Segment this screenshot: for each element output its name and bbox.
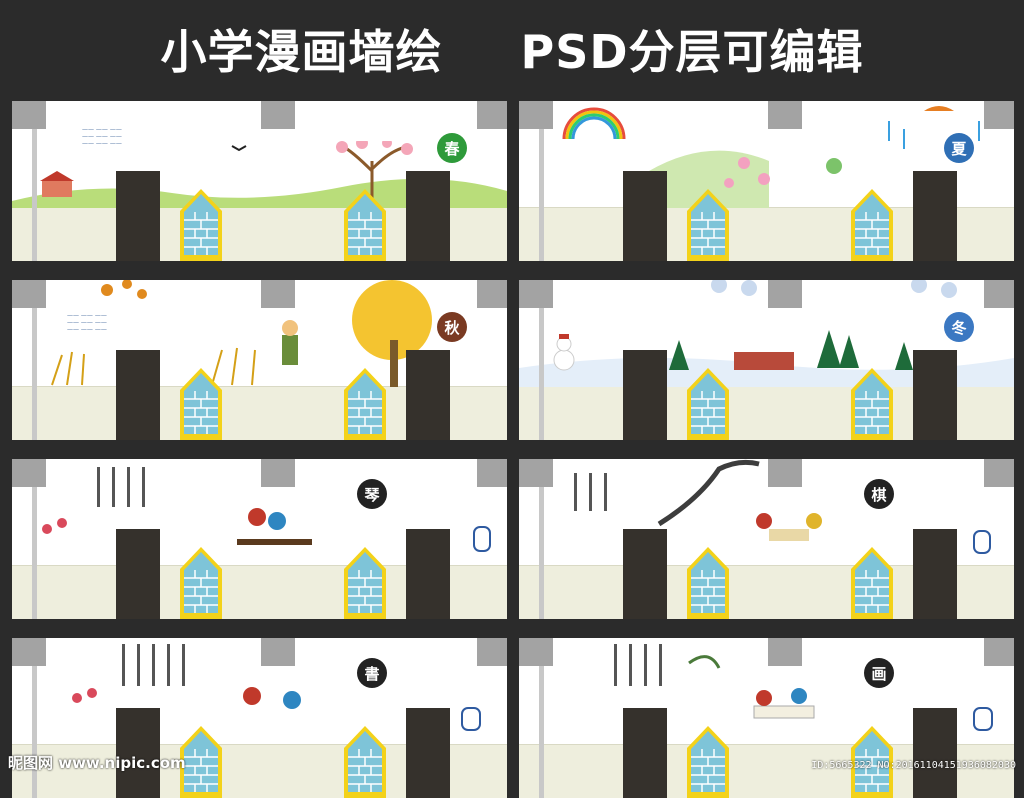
ceiling-block-left (519, 638, 553, 666)
ceiling-block-middle (768, 459, 802, 487)
window-left (178, 187, 224, 261)
window-left (685, 545, 731, 619)
ceiling-block-left (519, 459, 553, 487)
season-badge: 書 (357, 658, 387, 688)
pole (539, 638, 544, 798)
ceiling-block-right (984, 459, 1014, 487)
door-right (406, 350, 450, 440)
ceiling-block-left (12, 101, 46, 129)
door-left (116, 171, 160, 261)
ceiling-block-left (519, 280, 553, 308)
header: 小学漫画墙绘 PSD分层可编辑 (0, 0, 1024, 98)
window-right (342, 545, 388, 619)
footer: 昵图网 www.nipic.com ID:5665322 NO:20161104… (0, 751, 1024, 779)
door-right (406, 171, 450, 261)
qi-scenery (574, 459, 991, 554)
mural-panel-qin: 琴 (12, 459, 507, 619)
door-left (623, 350, 667, 440)
title-left: 小学漫画墙绘 (160, 25, 443, 79)
ceiling-block-middle (261, 638, 295, 666)
door-left (623, 529, 667, 619)
ceiling-block-middle (768, 638, 802, 666)
door-right (406, 529, 450, 619)
window-right (849, 366, 895, 440)
qin-scenery (42, 467, 491, 552)
ceiling-block-right (477, 280, 507, 308)
window-left (178, 545, 224, 619)
title-right: PSD分层可编辑 (520, 25, 864, 79)
pole (539, 101, 544, 261)
mural-panel-qi: 棋 (519, 459, 1014, 619)
ceiling-block-right (984, 101, 1014, 129)
ceiling-block-right (477, 459, 507, 487)
ceiling-block-left (12, 280, 46, 308)
season-badge: 夏 (944, 133, 974, 163)
door-right (913, 529, 957, 619)
season-badge: 冬 (944, 312, 974, 342)
mural-panel-spring: —— —— —— —— —— —— —— —— —— (12, 101, 507, 261)
ceiling-block-left (12, 638, 46, 666)
pole (32, 459, 37, 619)
image-id: ID:5665322 NO:20161104151936082030 (811, 760, 1016, 771)
ceiling-block-middle (768, 280, 802, 308)
mural-panel-autumn: —— —— —— —— —— —— —— —— —— (12, 280, 507, 440)
door-right (913, 171, 957, 261)
pole (32, 638, 37, 798)
season-badge: 棋 (864, 479, 894, 509)
door-right (913, 350, 957, 440)
window-left (178, 366, 224, 440)
door-left (623, 171, 667, 261)
mural-panel-summer: 夏 (519, 101, 1014, 261)
mural-panel-winter: 冬 (519, 280, 1014, 440)
season-badge: 画 (864, 658, 894, 688)
ceiling-block-middle (261, 459, 295, 487)
window-left (685, 366, 731, 440)
hua-scenery (614, 644, 993, 731)
pole (32, 101, 37, 261)
season-badge: 春 (437, 133, 467, 163)
ceiling-block-left (12, 459, 46, 487)
pole (32, 280, 37, 440)
door-left (116, 529, 160, 619)
window-right (849, 545, 895, 619)
ceiling-block-middle (261, 101, 295, 129)
ceiling-block-left (519, 101, 553, 129)
poem-text: —— —— —— —— —— —— —— —— —— (67, 312, 107, 333)
season-badge: 秋 (437, 312, 467, 342)
nipic-logo: 昵图网 www.nipic.com (8, 754, 186, 772)
window-right (342, 187, 388, 261)
ceiling-block-right (477, 638, 507, 666)
ceiling-block-right (984, 638, 1014, 666)
ceiling-block-middle (261, 280, 295, 308)
poem-text: —— —— —— —— —— —— —— —— —— (82, 126, 122, 147)
window-left (685, 187, 731, 261)
door-left (116, 350, 160, 440)
season-badge: 琴 (357, 479, 387, 509)
pole (539, 459, 544, 619)
summer-scenery (562, 106, 980, 208)
pole (539, 280, 544, 440)
window-right (342, 366, 388, 440)
window-right (849, 187, 895, 261)
shu-scenery (72, 644, 481, 731)
ceiling-block-middle (768, 101, 802, 129)
ceiling-block-right (477, 101, 507, 129)
autumn-scenery (51, 280, 432, 387)
ceiling-block-right (984, 280, 1014, 308)
